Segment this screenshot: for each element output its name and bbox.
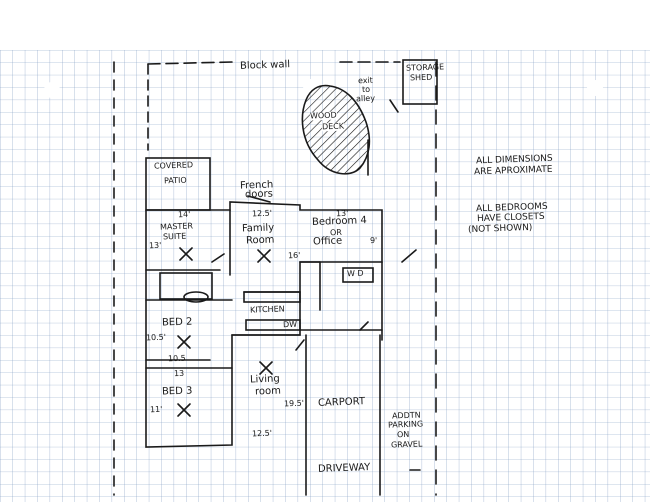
carport-label: CARPORT — [317, 396, 366, 409]
bedroom4-label-1: Bedroom 4 — [311, 215, 367, 228]
living-room-label-1: Living — [249, 373, 280, 386]
master-suite-label-1: MASTER — [159, 221, 194, 232]
master-height-dim: 13' — [148, 240, 162, 251]
block-wall-top — [147, 61, 233, 65]
family-room-label-2: Room — [245, 234, 275, 247]
addtn-parking-label-2: PARKING — [387, 419, 424, 430]
living-width-dim: 12.5' — [251, 428, 273, 439]
living-height-dim: 19.5' — [283, 398, 305, 409]
punch-hole-right — [587, 80, 603, 96]
addtn-parking-label-4: GRAVEL — [390, 439, 423, 450]
covered-patio-label-1: COVERED — [153, 160, 194, 171]
driveway-label: DRIVEWAY — [317, 462, 371, 475]
room-x-marks — [177, 247, 273, 417]
bedroom4-label-3: Office — [312, 235, 343, 248]
bed3-top-dim: 13 — [173, 368, 185, 379]
punch-hole-left — [44, 82, 60, 98]
storage-shed-label-2: SHED — [409, 72, 433, 83]
washer-dryer-label: W D — [346, 268, 364, 279]
kitchen-counter-bottom — [245, 319, 301, 331]
french-doors-label-2: doors — [244, 188, 274, 201]
family-width-dim: 12.5' — [251, 208, 273, 219]
kitchen-label: KITCHEN — [249, 304, 285, 315]
exit-label-3: alley — [355, 93, 376, 104]
block-wall-label: Block wall — [239, 59, 291, 72]
exit-label-1: exit — [357, 75, 374, 86]
wood-deck-label-2: DECK — [321, 121, 345, 132]
family-room-label-1: Family — [241, 222, 275, 235]
master-suite-label-2: SUITE — [162, 231, 187, 242]
bed3-height-dim: 11' — [149, 404, 163, 415]
dishwasher-label: DW — [282, 319, 298, 330]
washer-dryer — [342, 267, 374, 283]
bed2-width-dim: 10.5 — [167, 353, 186, 364]
bed3-label: BED 3 — [161, 385, 193, 398]
wood-deck-label-1: WOOD — [309, 110, 337, 121]
family-height-dim: 16' — [287, 250, 301, 261]
storage-shed — [402, 59, 438, 105]
covered-patio-label-2: PATIO — [163, 175, 187, 186]
bed2-height-dim: 10.5' — [145, 332, 167, 343]
addtn-parking-label-3: ON — [396, 429, 410, 440]
storage-shed-label-1: STORAGE — [405, 62, 445, 73]
kitchen-counter-top — [243, 291, 301, 303]
master-width-dim: 14' — [177, 209, 191, 220]
bed2-label: BED 2 — [161, 316, 193, 329]
living-room-label-2: room — [254, 385, 282, 398]
bed4-height-dim: 9' — [369, 235, 378, 246]
